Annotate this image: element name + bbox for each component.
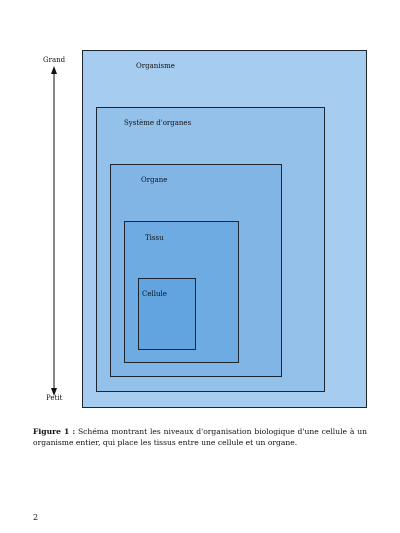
scale-label-large: Grand (43, 56, 66, 64)
level-label-organ: Organe (141, 176, 168, 184)
level-label-organ-system: Système d'organes (124, 119, 192, 127)
scale-label-small: Petit (46, 394, 63, 402)
level-box-cell: Cellule (138, 278, 196, 350)
size-arrow-icon (51, 66, 57, 396)
figure-caption: Figure 1 : Schéma montrant les niveaux d… (33, 426, 367, 448)
caption-text: Schéma montrant les niveaux d'organisati… (33, 426, 367, 447)
page-number: 2 (33, 513, 39, 522)
level-label-cell: Cellule (142, 290, 167, 298)
level-label-tissue: Tissu (145, 234, 164, 242)
caption-label: Figure 1 : (33, 426, 76, 436)
level-label-organism: Organisme (136, 62, 175, 70)
